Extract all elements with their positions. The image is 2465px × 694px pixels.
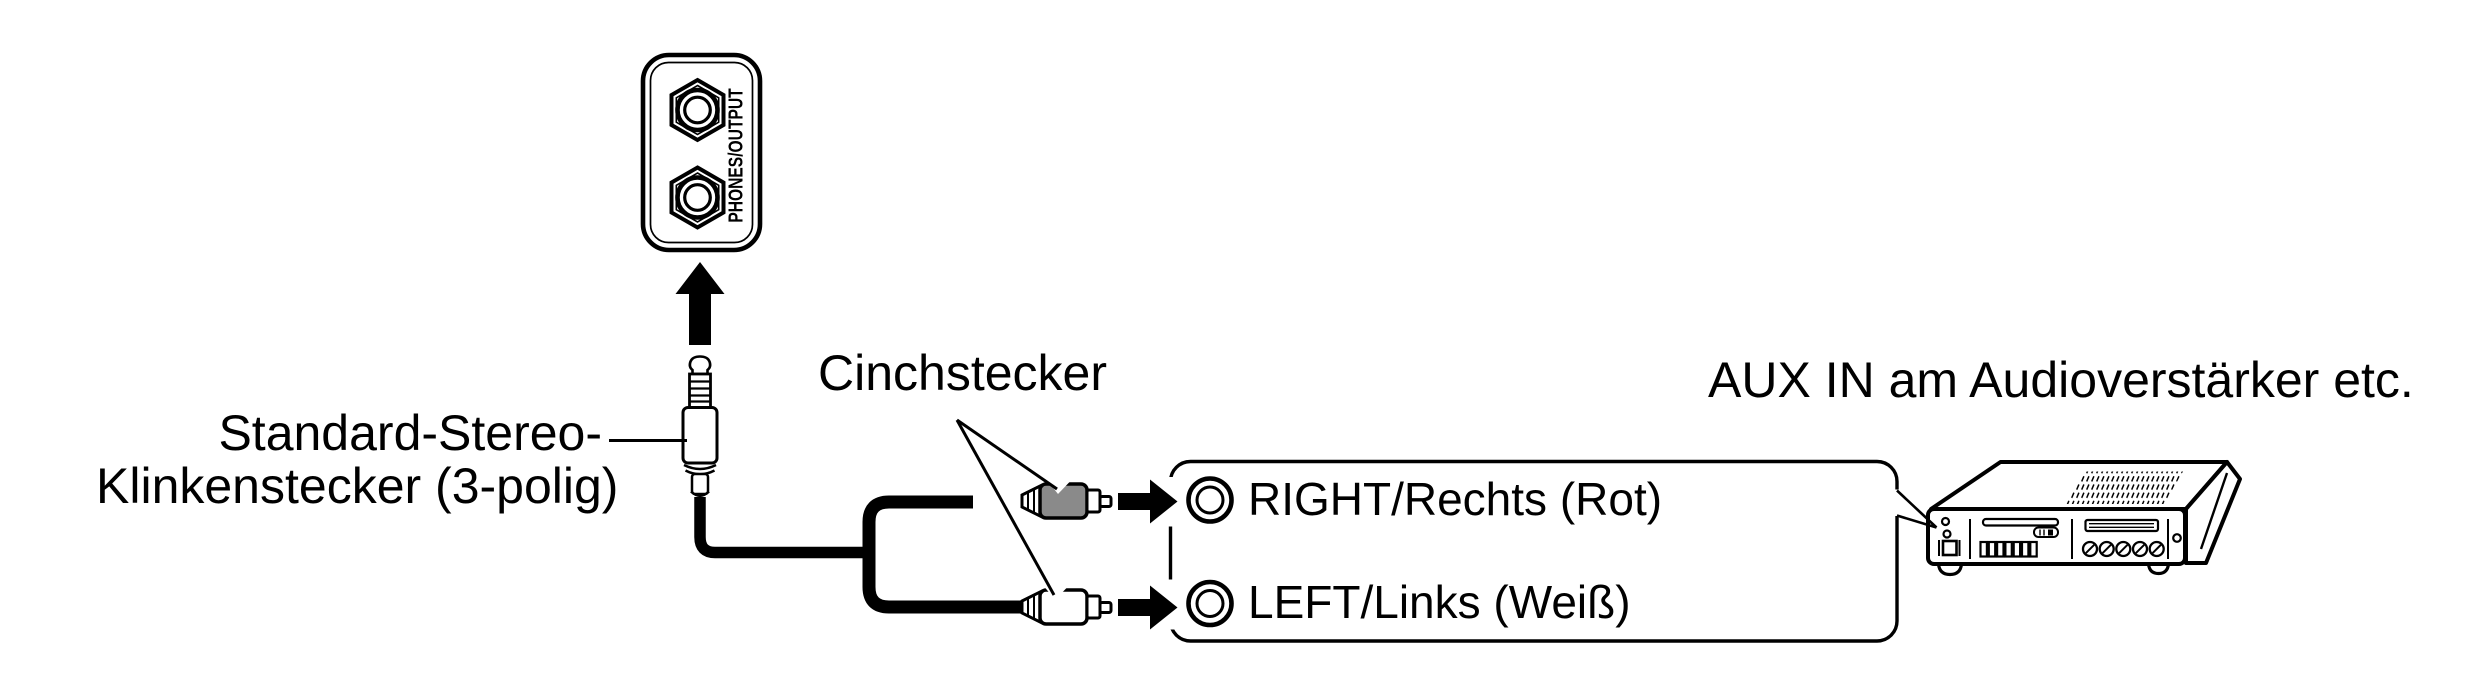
up-arrow-icon [675, 262, 725, 345]
right-arrow-icon [1118, 479, 1178, 524]
y-cable-icon [694, 495, 1026, 614]
aux-row-left-label: LEFT/Links (Weiß) [1248, 576, 1631, 628]
label-stereo-plug-line1: Standard-Stereo- [218, 405, 602, 461]
aux-callout-panel [1163, 459, 1904, 643]
amplifier-icon [1926, 460, 2242, 577]
label-aux-in: AUX IN am Audioverstärker etc. [1708, 352, 2414, 408]
right-arrow-icon [1118, 585, 1178, 630]
cinch-plug-white-icon [1020, 587, 1113, 626]
aux-callout-leader [1896, 489, 1938, 529]
leader-lines [609, 418, 1058, 596]
label-stereo-plug-line2: Klinkenstecker (3-polig) [96, 458, 619, 514]
label-cinch-plug: Cinchstecker [818, 345, 1107, 401]
label-stereo-plug: Standard-Stereo- Klinkenstecker (3-polig… [96, 405, 619, 514]
jack-socket-icon [1186, 476, 1234, 524]
cinch-plug-red-icon [1020, 481, 1113, 520]
phones-output-jack-panel-icon [640, 52, 763, 253]
aux-row-right-label: RIGHT/Rechts (Rot) [1248, 473, 1663, 525]
jack-panel-label-text: PHONES/OUTPUT [725, 87, 748, 223]
stereo-plug-icon [681, 355, 719, 497]
jack-socket-icon [1186, 579, 1234, 628]
